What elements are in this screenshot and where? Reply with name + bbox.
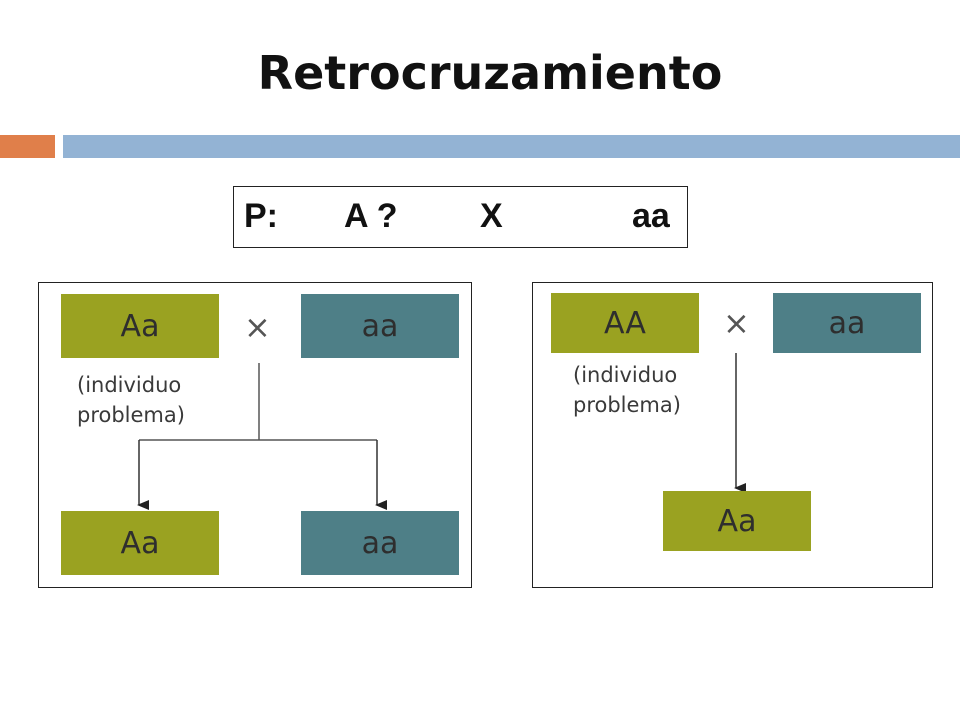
left-parent-tester-box: aa (301, 294, 459, 358)
accent-bar-orange (0, 135, 55, 158)
cross-parent-2: aa (632, 197, 670, 235)
panel-left-heterozygous: Aa × aa (individuo problema) Aa aa (38, 282, 472, 588)
left-offspring-box-2: aa (301, 511, 459, 575)
left-offspring-box-1: Aa (61, 511, 219, 575)
left-parent-problem-box: Aa (61, 294, 219, 358)
panel-right-connectors (734, 353, 746, 493)
cross-p-label: P: (244, 197, 278, 235)
left-cross-symbol: × (244, 308, 271, 346)
right-parent-tester-box: aa (773, 293, 921, 353)
right-note-line-2: problema) (573, 393, 681, 417)
right-note-line-1: (individuo (573, 363, 678, 387)
cross-notation-box: P: A ? X aa (233, 186, 688, 248)
cross-parent-1: A ? (344, 197, 398, 235)
right-offspring-box: Aa (663, 491, 811, 551)
panel-right-homozygous: AA × aa (individuo problema) Aa (532, 282, 933, 588)
cross-x-symbol: X (480, 197, 503, 235)
accent-bar-blue (63, 135, 960, 158)
right-cross-symbol: × (723, 304, 750, 342)
right-parent-problem-box: AA (551, 293, 699, 353)
panel-left-connectors (137, 363, 387, 510)
left-note-line-1: (individuo (77, 373, 182, 397)
slide-title: Retrocruzamiento (257, 46, 723, 100)
left-note-line-2: problema) (77, 403, 185, 427)
